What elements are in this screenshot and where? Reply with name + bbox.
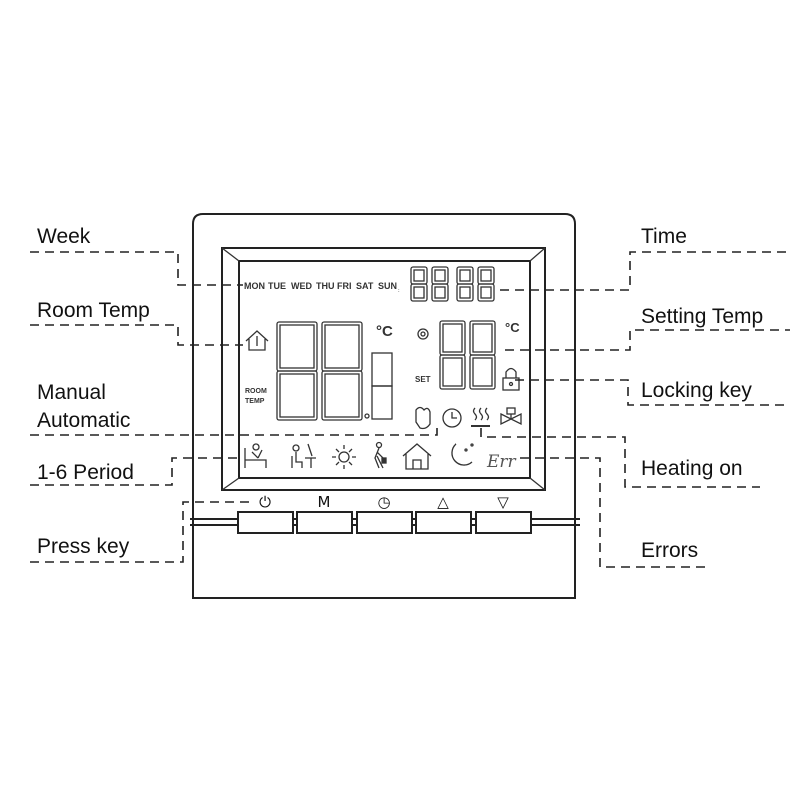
clock-icon: ◷: [377, 493, 390, 511]
label-press-key: Press key: [37, 535, 130, 558]
up-arrow-icon: △: [437, 493, 449, 511]
key-down-arrow[interactable]: ▽: [475, 493, 532, 534]
home-period-icon: [402, 443, 432, 470]
room-temp-digit: [276, 321, 318, 421]
weekday-mon: MON: [244, 281, 265, 291]
lcd-bezel: [221, 247, 546, 491]
gear-icon: [417, 328, 429, 340]
error-indicator: Err: [486, 452, 517, 472]
set-temp-unit: °C: [505, 320, 520, 335]
set-temp-digit: [469, 320, 496, 390]
room-temp-unit: °C: [376, 323, 393, 340]
time-digit: [431, 266, 449, 302]
label-automatic: Automatic: [37, 409, 130, 432]
label-errors: Errors: [641, 539, 698, 562]
key-up-arrow[interactable]: △: [415, 493, 472, 534]
label-room-temp: Room Temp: [37, 299, 150, 322]
sun-period-icon: [332, 445, 356, 469]
set-temp-digit: [439, 320, 466, 390]
lock-icon: [502, 367, 520, 391]
clock-icon: [442, 408, 462, 428]
label-manual: Manual: [37, 381, 106, 404]
set-label: SET: [415, 375, 431, 384]
weekday-fri: FRI: [337, 281, 352, 291]
time-digit: [456, 266, 474, 302]
power-icon: ⏻: [259, 493, 271, 511]
weekday-sat: SAT: [356, 281, 374, 291]
work-period-icon: [291, 443, 316, 468]
label-week: Week: [37, 225, 91, 248]
down-arrow-icon: ▽: [497, 493, 509, 511]
weekday-tue: TUE: [268, 281, 286, 291]
night-period-icon: [451, 443, 474, 466]
device-body: [192, 213, 576, 599]
lcd-screen: [238, 260, 531, 479]
time-colon: :: [398, 288, 400, 294]
key-mode[interactable]: M: [296, 493, 353, 534]
weekday-wed: WED: [291, 281, 312, 291]
valve-icon: [500, 407, 522, 426]
mode: M: [318, 493, 331, 511]
hand-icon: [415, 406, 431, 430]
sleep-period-icon: [244, 443, 267, 468]
temp-label: TEMP: [245, 398, 265, 405]
decimal-point: [364, 413, 370, 419]
time-digit: [477, 266, 495, 302]
label-heating-on: Heating on: [641, 457, 743, 480]
weekday-sun: SUN: [378, 281, 397, 291]
label-locking-key: Locking key: [641, 379, 752, 402]
label-setting-temp: Setting Temp: [641, 305, 763, 328]
leader-lines: [30, 251, 790, 568]
heating-icon: [471, 407, 490, 427]
room-label: ROOM: [245, 388, 267, 395]
room-temp-decimal-digit: [371, 352, 393, 420]
key-power[interactable]: ⏻: [237, 493, 294, 534]
key-clock[interactable]: ◷: [356, 493, 413, 534]
time-digit: [410, 266, 428, 302]
segment-digits: [276, 266, 496, 421]
walk-out-period-icon: [374, 441, 387, 469]
label-time: Time: [641, 225, 687, 248]
house-thermometer-icon: [245, 330, 269, 351]
weekday-thu: THU: [316, 281, 335, 291]
label-period: 1-6 Period: [37, 461, 134, 484]
room-temp-digit: [321, 321, 363, 421]
